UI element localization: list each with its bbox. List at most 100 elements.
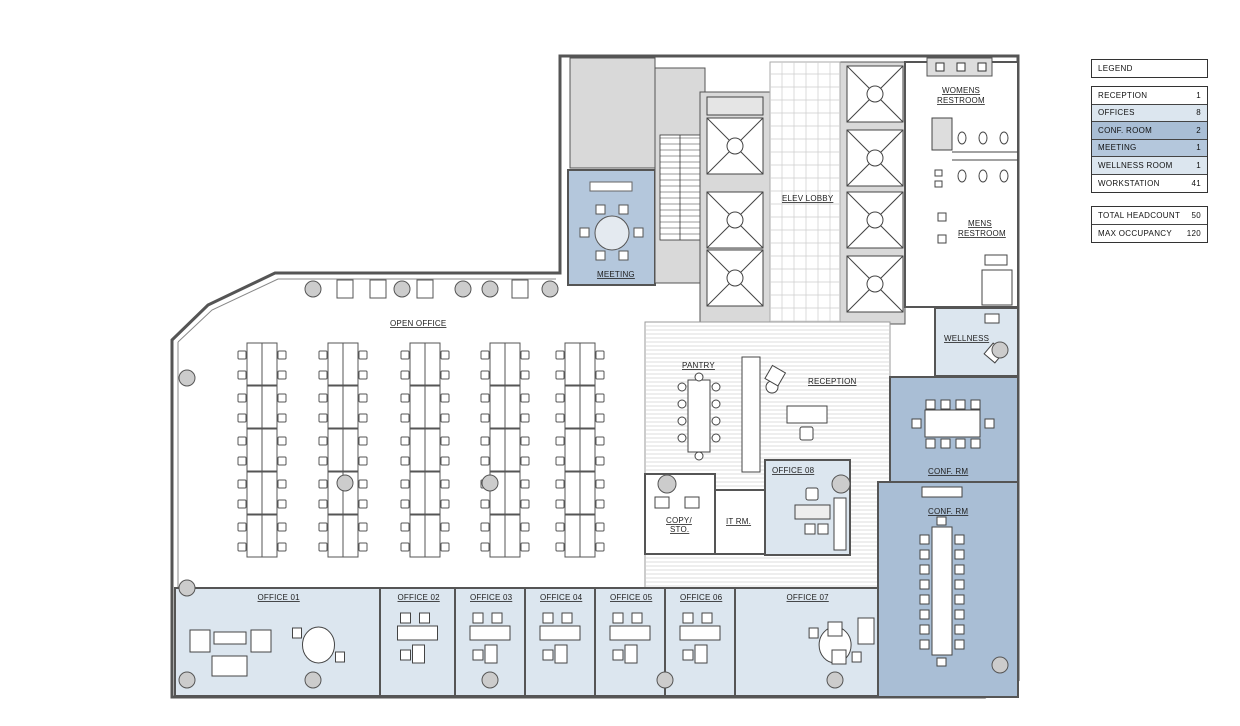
legend-count: 1 (1196, 160, 1201, 170)
round-table (302, 626, 335, 664)
chair (277, 393, 287, 403)
workstation[interactable] (400, 471, 450, 515)
window-seat (336, 279, 354, 299)
chair (555, 413, 565, 423)
building-column (481, 474, 499, 492)
chair (237, 542, 247, 552)
chair (440, 370, 450, 380)
chair (237, 522, 247, 532)
chair (400, 612, 411, 624)
chair (472, 649, 484, 661)
workstation[interactable] (237, 342, 287, 386)
office-07[interactable]: OFFICE 07 (734, 587, 879, 697)
workstation[interactable] (480, 428, 530, 472)
workstation[interactable] (318, 385, 368, 429)
building-column (991, 656, 1009, 674)
office-02[interactable]: OFFICE 02 (379, 587, 456, 697)
workstation[interactable] (237, 514, 287, 558)
workstation[interactable] (400, 428, 450, 472)
label-elev-lobby: ELEV LOBBY (782, 194, 834, 203)
building-column (541, 280, 559, 298)
chair (400, 413, 410, 423)
chair (919, 534, 930, 545)
copy-storage-room[interactable] (644, 473, 716, 555)
office-04[interactable]: OFFICE 04 (524, 587, 596, 697)
office-05[interactable]: OFFICE 05 (594, 587, 666, 697)
chair (555, 456, 565, 466)
chair (595, 522, 605, 532)
chair (954, 534, 965, 545)
legend-count: 41 (1191, 178, 1201, 188)
building-column (481, 671, 499, 689)
workstation[interactable] (237, 471, 287, 515)
building-column (481, 280, 499, 298)
workstation[interactable] (555, 428, 605, 472)
chair (555, 350, 565, 360)
restrooms-area (904, 61, 1019, 308)
return-desk (484, 644, 498, 664)
chair (358, 393, 368, 403)
chair (694, 372, 704, 382)
chair (480, 522, 490, 532)
chair (701, 612, 713, 624)
chair (954, 564, 965, 575)
chair (954, 549, 965, 560)
workstation[interactable] (237, 385, 287, 429)
workstation[interactable] (555, 514, 605, 558)
workstation[interactable] (318, 428, 368, 472)
chair (520, 499, 530, 509)
legend-label: MEETING (1098, 143, 1137, 153)
chair (631, 612, 643, 624)
wellness-room[interactable] (934, 307, 1019, 377)
workstation[interactable] (555, 471, 605, 515)
chair (277, 456, 287, 466)
chair (682, 649, 694, 661)
chair (277, 370, 287, 380)
chair (318, 436, 328, 446)
workstation[interactable] (480, 342, 530, 386)
chair (911, 418, 922, 429)
chair (277, 350, 287, 360)
label-womens-restroom-2: RESTROOM (937, 96, 985, 105)
elevator (706, 249, 764, 307)
office-label: OFFICE 06 (680, 593, 723, 602)
desk (397, 625, 438, 641)
chair (237, 370, 247, 380)
chair (318, 479, 328, 489)
office-06[interactable]: OFFICE 06 (664, 587, 736, 697)
workstation[interactable] (480, 514, 530, 558)
workstation[interactable] (318, 342, 368, 386)
it-room[interactable] (714, 489, 766, 555)
legend-count: 120 (1186, 228, 1201, 238)
label-conf-rm-2: CONF. RM (928, 507, 968, 516)
legend-count: 8 (1196, 108, 1201, 118)
workstation[interactable] (555, 385, 605, 429)
elevator (846, 255, 904, 313)
chair (936, 657, 947, 667)
chair (318, 393, 328, 403)
chair (292, 627, 302, 639)
legend-count: 1 (1196, 90, 1201, 100)
chair (555, 370, 565, 380)
reception-desk (786, 405, 828, 424)
workstation[interactable] (400, 514, 450, 558)
office-01[interactable]: OFFICE 01 (174, 587, 381, 697)
legend-label: WELLNESS ROOM (1098, 160, 1173, 170)
workstation[interactable] (237, 428, 287, 472)
chair (595, 542, 605, 552)
workstation[interactable] (555, 342, 605, 386)
building-column (304, 671, 322, 689)
chair (400, 370, 410, 380)
workstation[interactable] (400, 342, 450, 386)
chair (400, 522, 410, 532)
workstation[interactable] (480, 385, 530, 429)
workstation[interactable] (318, 514, 368, 558)
workstation[interactable] (400, 385, 450, 429)
armchair (250, 629, 272, 653)
chair (277, 522, 287, 532)
chair (954, 579, 965, 590)
elevator-lobby[interactable] (769, 61, 841, 325)
